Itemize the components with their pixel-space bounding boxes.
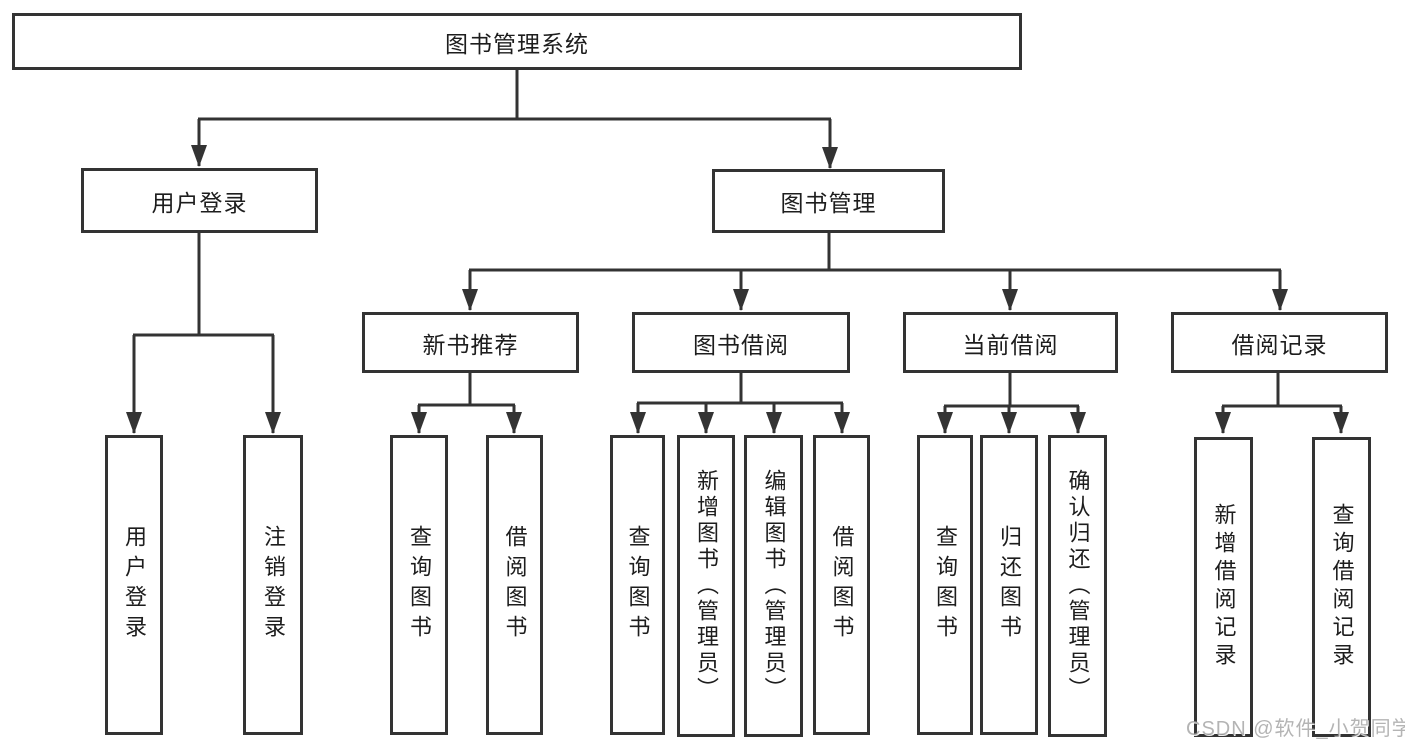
node-add-books-admin: 新增图书（管理员） xyxy=(677,435,735,737)
node-borrow-books-borrowing-label: 借阅图书 xyxy=(829,525,855,645)
node-logout-action-label: 注销登录 xyxy=(261,525,286,645)
node-current-borrowing-label: 当前借阅 xyxy=(962,331,1059,358)
node-root-label: 图书管理系统 xyxy=(445,30,589,57)
node-query-books-current-label: 查询图书 xyxy=(933,525,958,645)
node-book-borrowing: 图书借阅 xyxy=(632,312,850,373)
node-query-books-recommend-label: 查询图书 xyxy=(407,525,432,645)
node-add-borrow-record-label: 新增借阅记录 xyxy=(1211,503,1237,671)
node-query-books-current: 查询图书 xyxy=(917,435,973,735)
node-book-management-label: 图书管理 xyxy=(780,190,877,216)
node-book-management: 图书管理 xyxy=(712,169,945,233)
node-query-books-borrowing-label: 查询图书 xyxy=(625,525,651,645)
node-new-book-recommend-label: 新书推荐 xyxy=(422,331,519,358)
node-logout-action: 注销登录 xyxy=(243,435,303,735)
node-user-login-action-label: 用户登录 xyxy=(122,525,147,645)
node-return-books: 归还图书 xyxy=(980,435,1038,735)
node-add-books-admin-label: 新增图书（管理员） xyxy=(694,469,719,703)
node-query-books-recommend: 查询图书 xyxy=(390,435,448,735)
node-return-books-label: 归还图书 xyxy=(997,525,1022,645)
node-borrow-books-borrowing: 借阅图书 xyxy=(813,435,870,735)
node-user-login-action: 用户登录 xyxy=(105,435,163,735)
node-confirm-return-admin-label: 确认归还（管理员） xyxy=(1065,469,1091,703)
node-new-book-recommend: 新书推荐 xyxy=(362,312,579,373)
node-edit-books-admin-label: 编辑图书（管理员） xyxy=(761,469,787,703)
node-query-borrow-record: 查询借阅记录 xyxy=(1312,437,1371,737)
node-current-borrowing: 当前借阅 xyxy=(903,312,1118,373)
node-user-login-label: 用户登录 xyxy=(151,189,248,216)
node-borrow-records: 借阅记录 xyxy=(1171,312,1388,373)
node-borrow-records-label: 借阅记录 xyxy=(1231,331,1328,358)
node-user-login: 用户登录 xyxy=(81,168,318,233)
node-confirm-return-admin: 确认归还（管理员） xyxy=(1048,435,1107,737)
node-query-books-borrowing: 查询图书 xyxy=(610,435,665,735)
node-borrow-books-recommend: 借阅图书 xyxy=(486,435,543,735)
node-query-borrow-record-label: 查询借阅记录 xyxy=(1329,503,1355,671)
node-add-borrow-record: 新增借阅记录 xyxy=(1194,437,1253,737)
node-root: 图书管理系统 xyxy=(12,13,1022,70)
node-book-borrowing-label: 图书借阅 xyxy=(693,331,789,358)
node-borrow-books-recommend-label: 借阅图书 xyxy=(502,525,528,645)
node-edit-books-admin: 编辑图书（管理员） xyxy=(744,435,803,737)
csdn-watermark: CSDN @软件_小贺同学 xyxy=(1186,718,1405,740)
